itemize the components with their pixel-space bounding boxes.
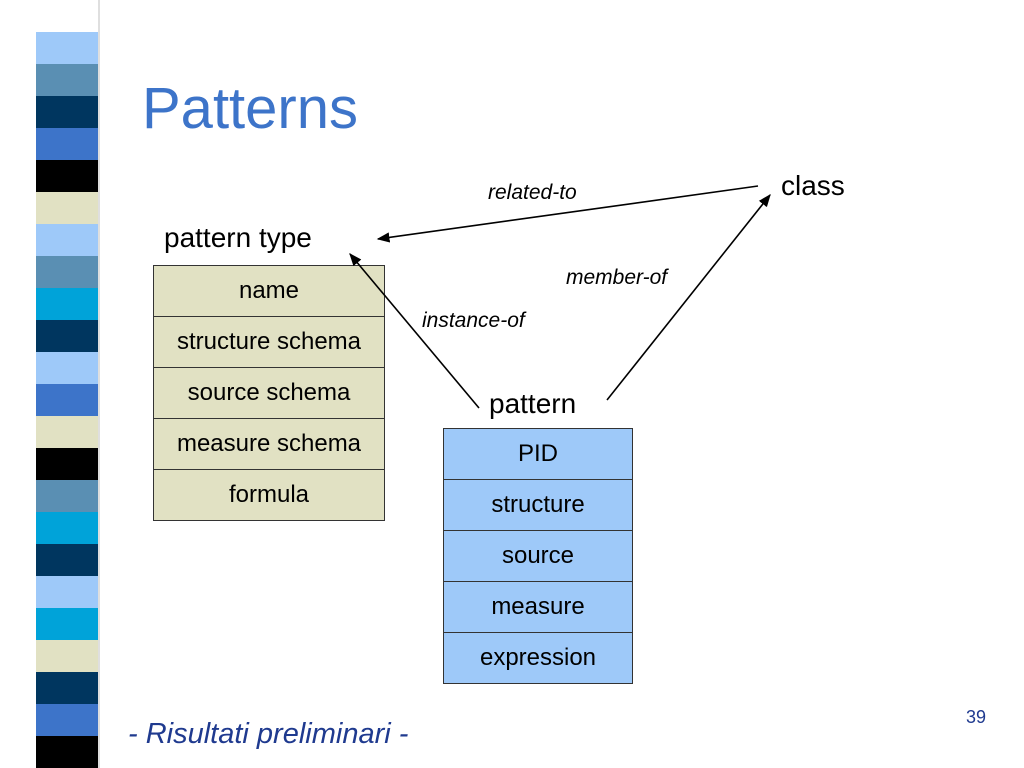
pattern-field: source xyxy=(444,531,632,582)
edge-label-instance-of: instance-of xyxy=(422,309,525,332)
stripe-band xyxy=(36,256,98,288)
pattern-type-field: structure schema xyxy=(154,317,384,368)
pattern-type-field: formula xyxy=(154,470,384,521)
arrow-related-to xyxy=(376,185,759,243)
stripe-band xyxy=(36,544,98,576)
stripe-band xyxy=(36,352,98,384)
stripe-band xyxy=(36,480,98,512)
pattern-field: PID xyxy=(444,429,632,480)
arrow-instance-of xyxy=(349,253,480,409)
edge-label-member-of: member-of xyxy=(566,266,668,289)
stripe-band xyxy=(36,448,98,480)
stripe-band xyxy=(36,96,98,128)
decorative-side-stripe xyxy=(36,0,98,768)
stripe-band xyxy=(36,416,98,448)
stripe-band xyxy=(36,576,98,608)
pattern-field: expression xyxy=(444,633,632,684)
stripe-band xyxy=(36,672,98,704)
stripe-band xyxy=(36,384,98,416)
stripe-band xyxy=(36,224,98,256)
pattern-table: PID structure source measure expression xyxy=(443,428,633,684)
pattern-label: pattern xyxy=(489,388,577,419)
pattern-type-label: pattern type xyxy=(164,222,312,253)
stripe-band xyxy=(36,512,98,544)
pattern-type-field: name xyxy=(154,266,384,317)
stripe-band xyxy=(36,32,98,64)
stripe-band xyxy=(36,736,98,768)
stripe-band xyxy=(36,64,98,96)
pattern-field: structure xyxy=(444,480,632,531)
stripe-band xyxy=(36,160,98,192)
stripe-band xyxy=(36,704,98,736)
side-divider xyxy=(98,0,100,768)
pattern-field: measure xyxy=(444,582,632,633)
stripe-band xyxy=(36,608,98,640)
pattern-type-table: name structure schema source schema meas… xyxy=(153,265,385,521)
class-label: class xyxy=(781,170,845,201)
edge-label-related-to: related-to xyxy=(488,181,577,204)
slide-title: Patterns xyxy=(142,76,358,141)
stripe-band xyxy=(36,640,98,672)
stripe-band xyxy=(36,192,98,224)
stripe-band xyxy=(36,320,98,352)
slide-footer: - Risultati preliminari - xyxy=(128,718,409,750)
stripe-band xyxy=(36,0,98,32)
stripe-band xyxy=(36,288,98,320)
stripe-band xyxy=(36,128,98,160)
page-number: 39 xyxy=(966,707,987,727)
pattern-type-field: source schema xyxy=(154,368,384,419)
pattern-type-field: measure schema xyxy=(154,419,384,470)
arrow-member-of xyxy=(606,193,771,401)
